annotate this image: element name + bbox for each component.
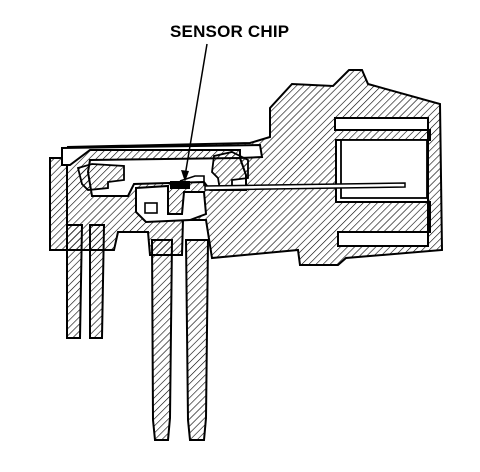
terminal-pin-4	[184, 239, 210, 441]
signal-lead	[204, 182, 406, 191]
chip-bond-wire	[179, 175, 205, 186]
terminal-pin-3	[150, 239, 174, 441]
callout-leader	[184, 43, 208, 177]
cover-plate	[61, 143, 264, 166]
housing-leg-left	[49, 157, 68, 251]
terminal-pin-2	[89, 224, 106, 339]
retaining-clip-left	[76, 163, 125, 191]
chip-pad-left	[144, 202, 158, 214]
sensor-chip-label: SENSOR CHIP	[170, 22, 290, 41]
socket-cavity	[340, 139, 428, 199]
sensor-chip	[170, 181, 190, 189]
callout-arrowhead	[181, 170, 189, 182]
terminal-pin-1	[66, 224, 84, 339]
